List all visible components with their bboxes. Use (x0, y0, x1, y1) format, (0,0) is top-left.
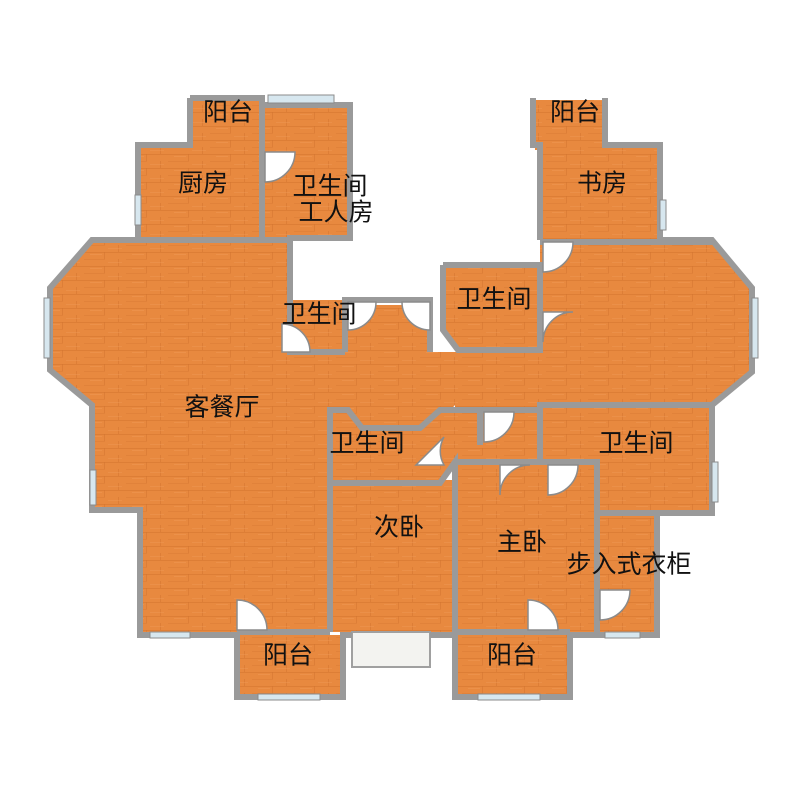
label-balcony-top-right: 阳台 (549, 97, 601, 127)
doors (236, 151, 631, 631)
label-right-center-bath: 卫生间 (456, 284, 532, 314)
floor-master-bedroom (455, 462, 597, 632)
floor-balcony-bottom-right (455, 635, 570, 697)
windows (43, 94, 759, 701)
floor-balcony-top-right (535, 100, 605, 150)
label-mid-bath: 卫生间 (329, 428, 405, 458)
label-master-bedroom: 主卧 (496, 527, 548, 557)
label-balcony-top-left: 阳台 (202, 97, 254, 127)
label-right-bath: 卫生间 (598, 428, 674, 458)
floor-balcony-bottom-left (237, 635, 343, 697)
floor-study (540, 145, 660, 240)
label-study: 书房 (576, 168, 628, 198)
label-second-bedroom: 次卧 (373, 512, 425, 542)
label-kitchen: 厨房 (177, 168, 229, 198)
label-living-dining: 客餐厅 (184, 392, 260, 422)
floor-kitchen (140, 145, 262, 240)
label-servant-bath: 卫生间 (292, 171, 368, 201)
floor-right-center-bath (445, 265, 540, 350)
label-walk-in-closet: 步入式衣柜 (566, 549, 692, 579)
bay-window (351, 631, 431, 668)
label-left-center-bath: 卫生间 (281, 299, 357, 329)
floor-balcony-top-left (192, 100, 262, 150)
label-servant-room: 工人房 (298, 197, 374, 227)
floor-second-bedroom (330, 480, 455, 632)
floors (50, 100, 752, 697)
floor-living-dining (50, 242, 752, 635)
label-balcony-bottom-left: 阳台 (262, 640, 314, 670)
label-balcony-bottom-right: 阳台 (486, 640, 538, 670)
